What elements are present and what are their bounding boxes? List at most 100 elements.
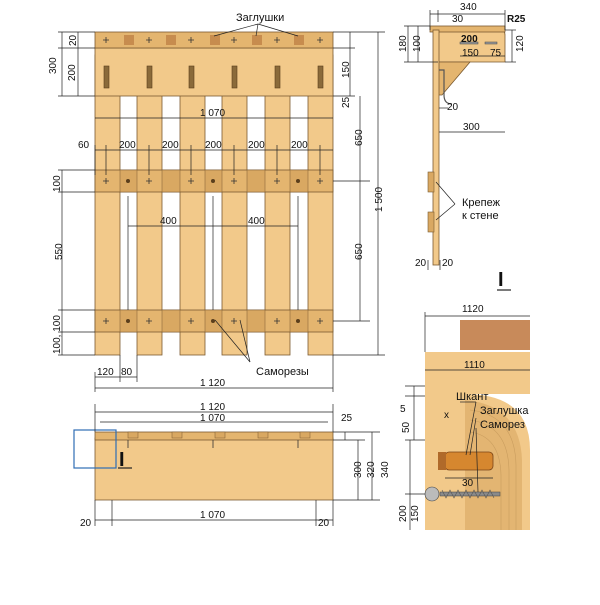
top-dim-1070: 1 070 [200,413,225,424]
side-dim-340: 340 [460,2,477,13]
slat [264,54,291,356]
top-dim-20-right: 20 [318,518,330,529]
detail-x-mark: x [444,410,449,421]
dim-1120: 1 120 [200,378,225,389]
hook-icon [146,65,153,89]
detail-board [425,374,530,394]
side-dim-180: 180 [398,35,409,52]
vertical-slats [94,54,334,356]
hook-icon [103,65,110,89]
side-dim-120: 120 [515,35,526,52]
cap-icon [252,35,262,45]
hook-icon [231,65,238,89]
dim-20: 20 [68,34,79,46]
detail-dimension-lines [405,312,530,530]
dim-25: 25 [341,96,352,108]
hook-icon [274,65,281,89]
top-dim-20-left: 20 [80,518,92,529]
detail-dim-150: 150 [410,505,421,522]
detail-dim-30: 30 [462,478,474,489]
side-dim-30: 30 [452,14,464,25]
dim-1500: 1 500 [374,187,385,212]
detail-dim-50: 50 [401,421,412,433]
rail-side-bottom [427,211,435,233]
cap-icon [210,35,220,45]
detail-dim-200: 200 [398,505,409,522]
dim-spacing-4: 200 [248,140,265,151]
dowel-icon [444,451,494,471]
slat [221,54,248,356]
dim-100-bottom: 100, 100 [52,315,63,354]
dim-100-top: 100 [52,175,63,192]
side-dim-75: 75 [490,48,502,59]
back-post [432,29,440,266]
dowel-label: Шкант [456,391,488,403]
screw-icon [424,486,501,502]
dim-650-top: 650 [354,129,365,146]
dim-1070: 1 070 [200,108,225,119]
dim-60: 60 [78,140,90,151]
slat [136,54,163,356]
section-mark-bottom: I [119,449,125,471]
section-mark-right: I [498,269,504,291]
side-dimension-lines [404,10,516,270]
wall-mount-label-2: к стене [462,210,499,222]
shelf-top-view [94,437,334,501]
top-dim-300: 300 [353,461,364,478]
detail-dim-1110: 1110 [464,360,485,371]
side-dim-150: 150 [462,48,479,59]
front-dimension-lines [58,31,385,392]
detail-top-block [460,320,530,350]
top-view: I 1 120 1 070 25 300 320 340 20 1 070 20 [73,402,391,529]
top-dim-340: 340 [380,461,391,478]
detail-view: 1120 1110 5 50 x 30 200 150 Шкант Заглуш… [398,304,530,530]
side-dim-20-b: 20 [442,258,454,269]
hook-icon [188,65,195,89]
dim-200: 200 [67,64,78,81]
front-view: Заглушки Саморезы [48,12,385,392]
bracket [437,61,471,96]
screw-label: Саморез [480,419,525,431]
dim-550: 550 [54,243,65,260]
rail-side-top [427,171,435,193]
top-board [94,47,334,97]
dim-spacing-1: 200 [119,140,136,151]
side-dim-200: 200 [461,34,478,45]
dim-spacing-2: 200 [162,140,179,151]
slat [94,54,121,356]
top-dim-1120: 1 120 [200,402,225,413]
top-dim-25: 25 [341,413,353,424]
cap-icon [166,35,176,45]
dim-120: 120 [97,367,114,378]
screws-label: Саморезы [256,366,309,378]
detail-dim-1120: 1120 [462,304,484,315]
screw-marks [103,37,323,324]
dim-300: 300 [48,57,59,74]
side-dim-20-a: 20 [415,258,427,269]
detail-cross-section [465,400,522,530]
top-dimension-lines [94,404,380,526]
hook-icon [439,69,453,105]
shelf-top [429,25,506,33]
top-dim-1070-bottom: 1 070 [200,510,225,521]
detail-dim-5: 5 [400,404,406,415]
side-dim-r25: R25 [507,14,526,25]
hook-icon [317,65,324,89]
dim-400-b: 400 [248,216,265,227]
detail-shelf [425,352,530,374]
top-dim-320: 320 [366,461,377,478]
shelf-back-strip [94,431,334,441]
side-dim-300: 300 [463,122,480,133]
dim-spacing-5: 200 [291,140,308,151]
dim-650-bottom: 650 [354,243,365,260]
side-dim-100: 100 [412,35,423,52]
wall-mount-label-1: Крепеж [462,197,501,209]
side-dim-20: 20 [447,102,459,113]
cap-icon [124,35,134,45]
side-view: 340 30 R25 180 100 200 150 75 120 20 300… [398,2,526,291]
dim-80: 80 [121,367,133,378]
cap-icon [294,35,304,45]
dim-150: 150 [341,61,352,78]
